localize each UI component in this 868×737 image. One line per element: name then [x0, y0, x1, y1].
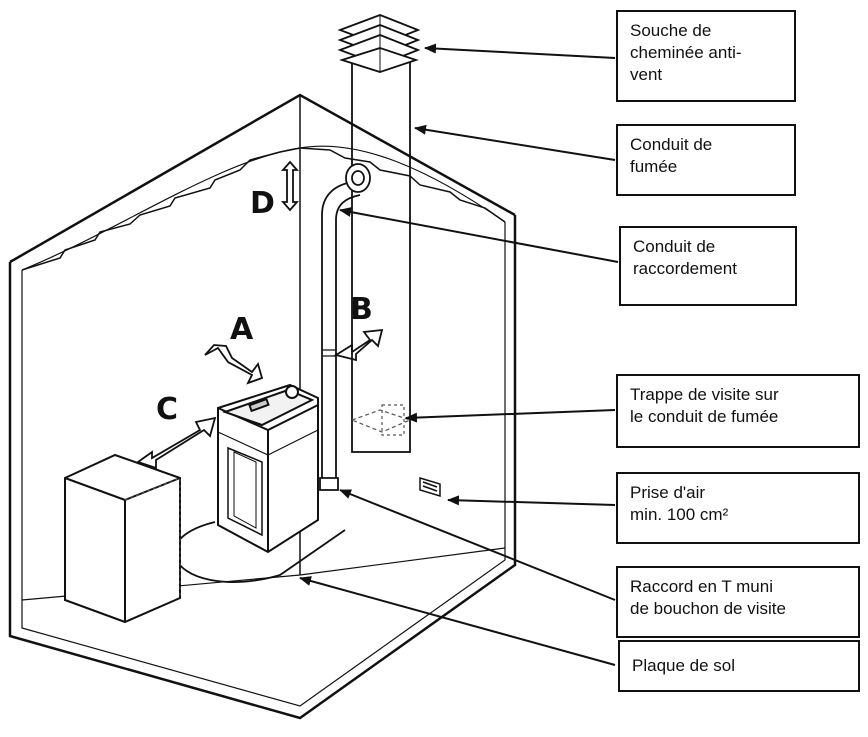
callout-plaque: Plaque de sol — [618, 640, 860, 692]
clearance-letter-d: D — [250, 186, 275, 221]
chimney — [337, 14, 421, 453]
leader-arrows — [299, 43, 619, 666]
leader-conduit-fumee — [414, 124, 616, 161]
ceiling-edge — [21, 147, 506, 271]
callout-conduit-fumee: Conduit de fumée — [616, 124, 796, 196]
leader-conduit-raccordement — [339, 207, 619, 263]
leader-trappe — [405, 409, 616, 423]
clearance-arrow-d — [281, 160, 299, 212]
pellet-stove — [217, 383, 319, 554]
clearance-letter-b: B — [350, 292, 373, 327]
leader-raccord-t — [339, 489, 616, 601]
cabinet — [64, 453, 181, 624]
callout-souche: Souche de cheminée anti- vent — [616, 10, 796, 102]
clearance-arrow-c — [136, 416, 217, 470]
clearance-arrows — [136, 160, 384, 470]
clearance-arrow-b — [333, 328, 384, 362]
callout-raccord-t: Raccord en T muni de bouchon de visite — [616, 566, 860, 638]
leader-souche — [424, 43, 616, 59]
clearance-letter-a: A — [230, 312, 254, 347]
callout-trappe: Trappe de visite sur le conduit de fumée — [616, 374, 860, 448]
air-intake-grille — [419, 476, 441, 498]
clearance-letter-c: C — [156, 392, 179, 427]
leader-plaque — [299, 576, 616, 666]
callout-conduit-raccordement: Conduit de raccordement — [619, 226, 797, 306]
leader-prise-air — [447, 495, 616, 506]
callout-prise-air: Prise d'air min. 100 cm² — [616, 472, 860, 544]
clearance-arrow-a — [204, 344, 264, 385]
flue-pipe — [319, 163, 371, 491]
